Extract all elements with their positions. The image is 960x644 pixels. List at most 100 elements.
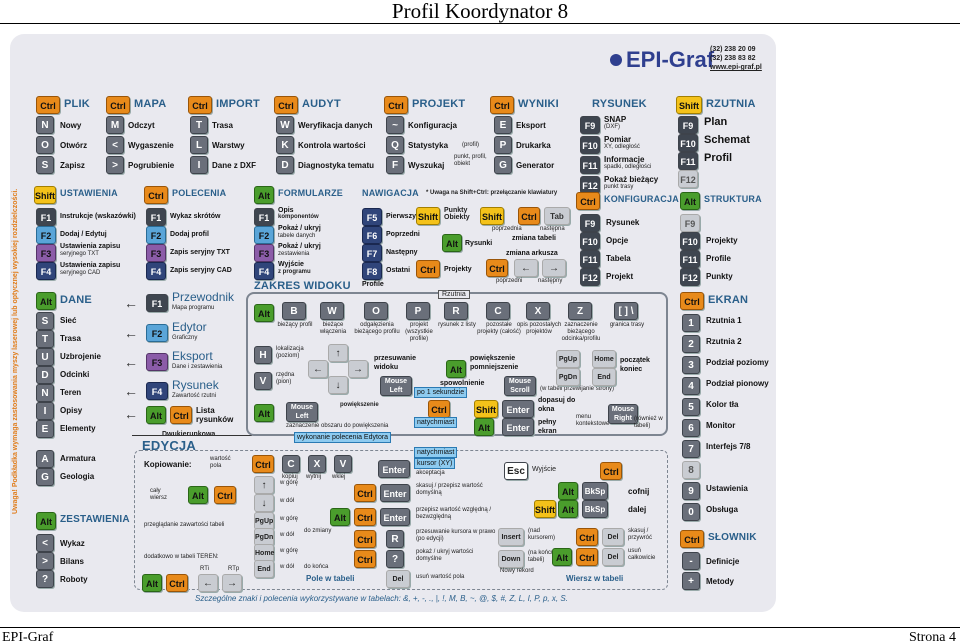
ctrl-key: Ctrl: [518, 207, 540, 225]
konfiguracja-label: Tabela: [606, 254, 631, 263]
section-rysunek: RYSUNEK: [592, 98, 647, 110]
view-key: X: [526, 302, 550, 320]
key-r: R: [386, 530, 404, 548]
caly-wiersz-label: cały wiersz: [150, 488, 168, 501]
spowolnienie-label: spowolnienie: [440, 380, 485, 387]
key-t: T: [36, 330, 54, 348]
key-m: M: [106, 116, 124, 134]
backspace-key: BkSp: [582, 482, 608, 500]
key-f1: F1: [146, 294, 168, 312]
arrow-left-icon: ←: [124, 354, 138, 370]
rzutnia-label: Profil: [704, 152, 733, 164]
key-x: X: [308, 455, 326, 473]
ekran-label: Ustawienia: [706, 484, 748, 493]
polecenia-label: Dodaj profil: [170, 231, 209, 238]
key-2: 2: [682, 335, 700, 353]
import-label: Trasa: [212, 121, 233, 130]
key-f5: F5: [362, 208, 382, 226]
lista-rysunkow-label: Lista rysunków: [196, 406, 234, 424]
audyt-label: Weryfikacja danych: [298, 121, 373, 130]
w-dol-label: w dół: [280, 532, 295, 538]
enter-key: Enter: [502, 400, 534, 418]
ustawienia-note: seryjnego CAD: [60, 270, 101, 276]
okno-note: Graficzny: [172, 335, 198, 341]
alt-key: Alt: [254, 304, 274, 322]
ctrl-key: Ctrl: [354, 530, 376, 548]
ctrl-key: Ctrl: [428, 400, 450, 418]
nawigacja-label: Ostatni: [386, 267, 411, 274]
key-4: 4: [682, 377, 700, 395]
menu-kontekstowe-label: menu kontekstowe: [576, 414, 610, 427]
enter-key: Enter: [502, 418, 534, 436]
konfiguracja-label: Opcje: [606, 236, 629, 245]
ctrl-key: Ctrl: [274, 96, 298, 114]
konfiguracja-label: Rysunek: [606, 218, 640, 227]
kursor-xy-tag: kursor (XY): [414, 458, 456, 469]
key-f11: F11: [580, 156, 600, 174]
section-ustawienia: USTAWIENIA: [60, 188, 118, 198]
key-e: E: [36, 420, 54, 438]
arrow-left-icon: ←: [124, 406, 138, 422]
alt-key: Alt: [558, 482, 578, 500]
wklej-label: wklej: [332, 474, 346, 480]
key-5: 5: [682, 398, 700, 416]
key-t: T: [190, 116, 208, 134]
section-mapa: MAPA: [134, 98, 167, 110]
arrow-right-key: →: [542, 259, 566, 277]
cofnij-label: cofnij: [628, 487, 650, 496]
ustawienia-label: Dodaj / Edytuj: [60, 231, 107, 238]
wykonanie-polecenia-tag: wykonanie polecenia Edytora: [294, 432, 392, 443]
home-key: Home: [592, 350, 616, 368]
section-konfiguracja: KONFIGURACJA: [604, 194, 679, 204]
ekran-label: Podział pionowy: [706, 379, 769, 388]
view-key: W: [320, 302, 344, 320]
footer-company: EPI-Graf: [2, 630, 54, 644]
section-slownik: SŁOWNIK: [708, 532, 757, 543]
tab-key: Tab: [544, 207, 570, 225]
polecenia-label: Zapis seryjny CAD: [170, 267, 232, 274]
logo-globe-icon: [610, 54, 622, 66]
key-i: I: [36, 402, 54, 420]
shift-key: Shift: [416, 207, 440, 225]
header-rule: [0, 23, 960, 24]
ctrl-key: Ctrl: [170, 406, 192, 424]
ekran-label: Rzutnia 2: [706, 337, 742, 346]
do-konca-label: do końca: [304, 564, 329, 570]
key-u: U: [36, 348, 54, 366]
key-gt: >: [106, 156, 124, 174]
alt-key: Alt: [188, 486, 208, 504]
ctrl-key: Ctrl: [166, 574, 188, 592]
key-f: F: [386, 156, 404, 174]
rzutnia-label: Schemat: [704, 134, 750, 146]
usun-wartosc-label: usuń wartość pola: [416, 574, 465, 580]
section-plik: PLIK: [64, 98, 90, 110]
przesuwanie-label: przesuwanie widoku: [374, 355, 417, 371]
arrow-down-key: ↓: [254, 494, 274, 512]
view-label: pozostałe projekty (całość): [477, 322, 521, 335]
projekt-label: Statystyka: [408, 141, 449, 150]
wartosc-pola-label: wartość pola: [210, 456, 231, 469]
key-i: I: [190, 156, 208, 174]
key-question: ?: [386, 550, 404, 568]
ekran-label: Kolor tła: [706, 400, 739, 409]
w-dol-label: w dół: [280, 564, 295, 570]
w-dol-label: w dół: [280, 498, 295, 504]
arrow-right-key: →: [348, 360, 368, 378]
ctrl-key: Ctrl: [354, 550, 376, 568]
key-0: 0: [682, 503, 700, 521]
dane-label: Opisy: [60, 406, 83, 415]
ctrl-key: Ctrl: [600, 462, 622, 480]
ustawienia-note: seryjnego TXT: [60, 251, 99, 257]
punkty-obiekty-label: Punkty Obiekty: [444, 207, 470, 221]
ctrl-key: Ctrl: [416, 260, 440, 278]
natychmiast-tag: natychmiast: [414, 417, 458, 428]
footer-page: Strona 4: [908, 630, 956, 644]
esc-key: Esc: [504, 462, 528, 480]
dane-label: Geologia: [60, 472, 95, 481]
shift-key: Shift: [474, 400, 498, 418]
ctrl-key: Ctrl: [680, 530, 704, 548]
okno-note: Dane i zestawienia: [172, 364, 223, 370]
view-label: granica trasy: [609, 322, 645, 328]
key-g: G: [36, 468, 54, 486]
view-key: P: [406, 302, 430, 320]
